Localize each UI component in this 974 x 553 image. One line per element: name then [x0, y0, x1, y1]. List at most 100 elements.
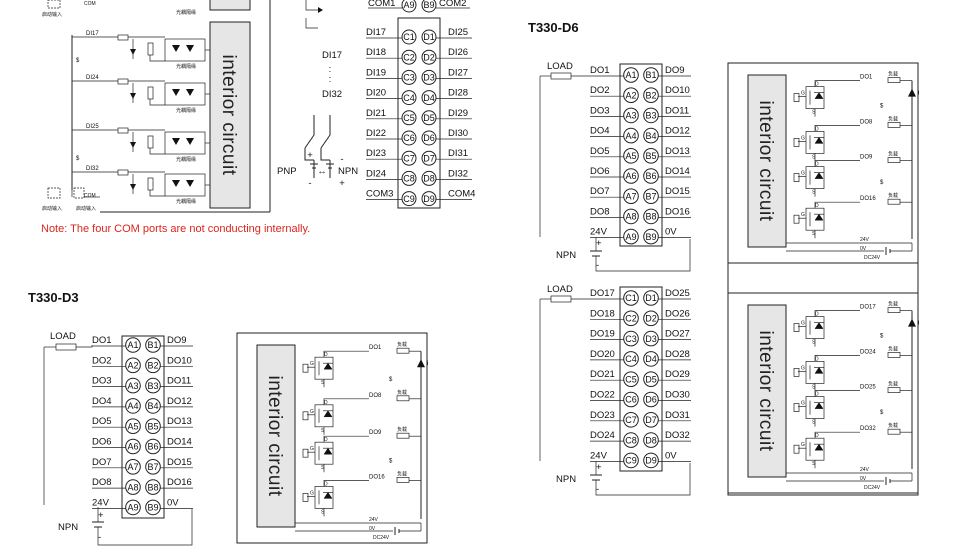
d6b-dots-DO32: $ [880, 410, 884, 416]
d6b-source-label-DO32: S [812, 461, 816, 467]
d6b-output-label-DO32: DO32 [860, 426, 876, 432]
di-pin-label-D2: D2 [423, 52, 435, 62]
d6b-wire-label-DO19: DO19 [590, 329, 615, 340]
d3-dc24-label: DC24V [373, 535, 390, 541]
tl-side-text-bottom: 启动输入 [42, 205, 62, 212]
d6a-drain-label-DO9: D [815, 162, 819, 168]
d3-gate-resistor-DO8 [302, 411, 309, 421]
di-minus-a: - [340, 154, 343, 165]
d3-dots-DO8: $ [389, 377, 393, 383]
d3-pin-label-A4: A4 [127, 401, 138, 411]
tl-interior-circuit-box [209, 21, 251, 209]
d6b-pin-label-D8: D8 [645, 435, 657, 445]
di-pin-C6 [401, 130, 417, 146]
d3-0v-return [97, 509, 193, 546]
d6b-gate-label-DO17: G [801, 321, 805, 327]
d6b-wire-label-DO20: DO20 [590, 349, 615, 360]
d3-pin-A4 [125, 398, 141, 414]
d3-wire-label-DO15: DO15 [167, 457, 192, 468]
d6a-pin-A8 [623, 208, 639, 225]
tl-opto-led-DI32 [172, 180, 180, 187]
d6a-gate-label-DO8: G [801, 135, 805, 141]
di-pin-label-D1: D1 [423, 32, 435, 42]
d6b-load-resistor-DO17 [887, 307, 901, 313]
d3-interior-circuit-label: interior circuit [264, 376, 285, 497]
d6a-drain-label-DO8: D [815, 126, 819, 132]
d6a-pin-label-B5: B5 [645, 151, 656, 161]
d3-pin-label-B1: B1 [147, 340, 158, 350]
d6a-wire-label-DO5: DO5 [590, 146, 610, 157]
d6a-gate-resistor-DO8 [793, 138, 800, 147]
d3-wire-label-DO4: DO4 [92, 396, 112, 407]
d6a-wire-label-DO15: DO15 [665, 186, 690, 197]
di-arrow: ↔ [317, 166, 327, 177]
d6a-pin-label-A6: A6 [625, 171, 636, 181]
d6b-drain-label-DO32: D [815, 433, 819, 439]
d6b-pin-D4 [643, 351, 659, 367]
d3-gate-label-DO9: G [310, 446, 314, 452]
d6a-load-label: LOAD [547, 61, 573, 72]
d3-drain-label-DO1: D [324, 352, 328, 358]
d6a-source-label-DO9: S [812, 190, 816, 196]
d6a-wire-label-DO7: DO7 [590, 186, 610, 197]
d6b-gate-label-DO24: G [801, 365, 805, 371]
d3-pin-label-A1: A1 [127, 340, 138, 350]
d6a-pin-A5 [623, 148, 639, 164]
di-pin-label-D4: D4 [423, 93, 435, 103]
d6b-drain-label-DO24: D [815, 356, 819, 362]
d6a-wire-label-DO11: DO11 [665, 105, 689, 116]
di-pin-label-C5: C5 [403, 113, 415, 123]
tl-bias-wire-DI25 [149, 148, 165, 155]
di-wire-label-DI25: DI25 [448, 27, 468, 38]
d6a-wire-label-0V: 0V [665, 227, 677, 238]
di-wire-label-DI29: DI29 [448, 108, 468, 119]
tl-opto-led-DI24 [172, 89, 180, 96]
d6a-wire-label-DO10: DO10 [665, 85, 690, 96]
d6b-wire-label-DO27: DO27 [665, 329, 690, 340]
di-pin-label-C6: C6 [403, 133, 415, 143]
d6a-minus: - [596, 260, 599, 271]
d3-wire-label-DO13: DO13 [167, 416, 192, 427]
d3-wire-label-DO10: DO10 [167, 355, 192, 366]
d3-wire-label-DO16: DO16 [167, 477, 192, 488]
d3-source-label-DO1: S [321, 380, 325, 386]
d6a-npn-label: NPN [556, 250, 576, 261]
d6b-pin-label-C7: C7 [625, 415, 637, 425]
title-d3: T330-D3 [28, 290, 79, 305]
di-pin-label-C1: C1 [403, 32, 415, 42]
di-wire-label-DI26: DI26 [448, 47, 468, 58]
tl-opto-diode-DI24 [186, 89, 194, 96]
d6a-gate-label-DO1: G [801, 91, 805, 97]
d6b-wire-label-DO32: DO32 [665, 430, 690, 441]
d3-wire-label-0V: 0V [167, 497, 179, 508]
d6b-wire-label-DO22: DO22 [590, 390, 615, 401]
di-switch-dots: : [329, 64, 332, 75]
d3-npn-label: NPN [58, 522, 78, 533]
tl-com-top: COM [84, 1, 96, 7]
di-pin-D3 [421, 69, 437, 85]
d3-diode-DO16 [323, 491, 333, 499]
tl-opto-diode-DI25 [186, 138, 194, 145]
di-switch-right-b [320, 148, 330, 161]
d3-pin-label-B5: B5 [147, 421, 158, 431]
d3-load-wire-r [76, 345, 93, 348]
d6b-wire-label-DO23: DO23 [590, 410, 615, 421]
di-pin-D1 [421, 29, 437, 45]
tl-opto-DI32 [164, 173, 206, 197]
tl-input-resistor-DI17 [117, 34, 129, 41]
d3-gate-resistor-DO16 [302, 493, 309, 502]
d3-wire-label-DO12: DO12 [167, 396, 192, 407]
d6b-load-label: LOAD [547, 284, 573, 295]
d3-wire-label-DO8: DO8 [92, 477, 112, 488]
d6b-pin-label-D5: D5 [645, 374, 657, 384]
d3-wire-label-DO3: DO3 [92, 376, 112, 387]
d6a-wire-label-DO1: DO1 [590, 65, 610, 76]
d3-pin-label-B4: B4 [147, 401, 158, 411]
di-wire-label-DI30: DI30 [448, 128, 468, 139]
d3-pin-label-A6: A6 [127, 442, 138, 452]
tl-opto-DI25 [164, 131, 206, 155]
d6a-pin-label-B2: B2 [645, 90, 656, 100]
d3-pin-A8 [125, 479, 141, 495]
d3-wire-label-DO5: DO5 [92, 416, 112, 427]
d3-drain-wire-DO8 [323, 398, 369, 405]
